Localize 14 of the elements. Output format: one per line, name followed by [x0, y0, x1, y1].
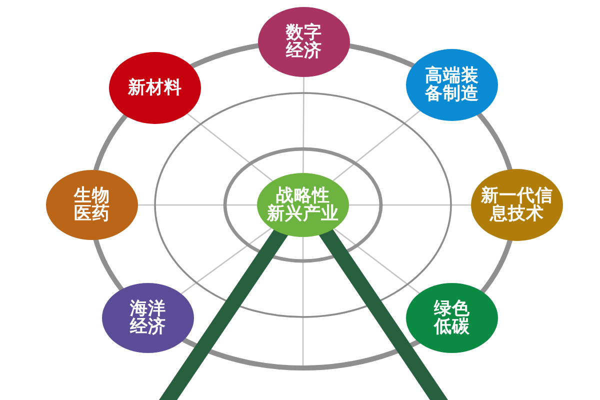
industry-circle: 新材料 — [109, 52, 201, 124]
hub-circle: 战略性新兴产业 — [257, 173, 349, 237]
industry-circle: 高端装备制造 — [406, 49, 498, 121]
industry-circle: 生物医药 — [46, 170, 138, 240]
spoke-line — [302, 77, 304, 173]
industry-circle: 绿色低碳 — [406, 283, 498, 353]
spoke-line — [138, 204, 257, 206]
industry-circle: 新一代信息技术 — [471, 169, 563, 241]
spoke-line — [349, 204, 471, 206]
industry-circle: 海洋经济 — [102, 283, 194, 353]
spoke-line — [180, 228, 272, 294]
spoke-line — [332, 110, 420, 182]
spoke-line — [187, 113, 273, 182]
industry-circle: 数字经济 — [258, 7, 350, 77]
